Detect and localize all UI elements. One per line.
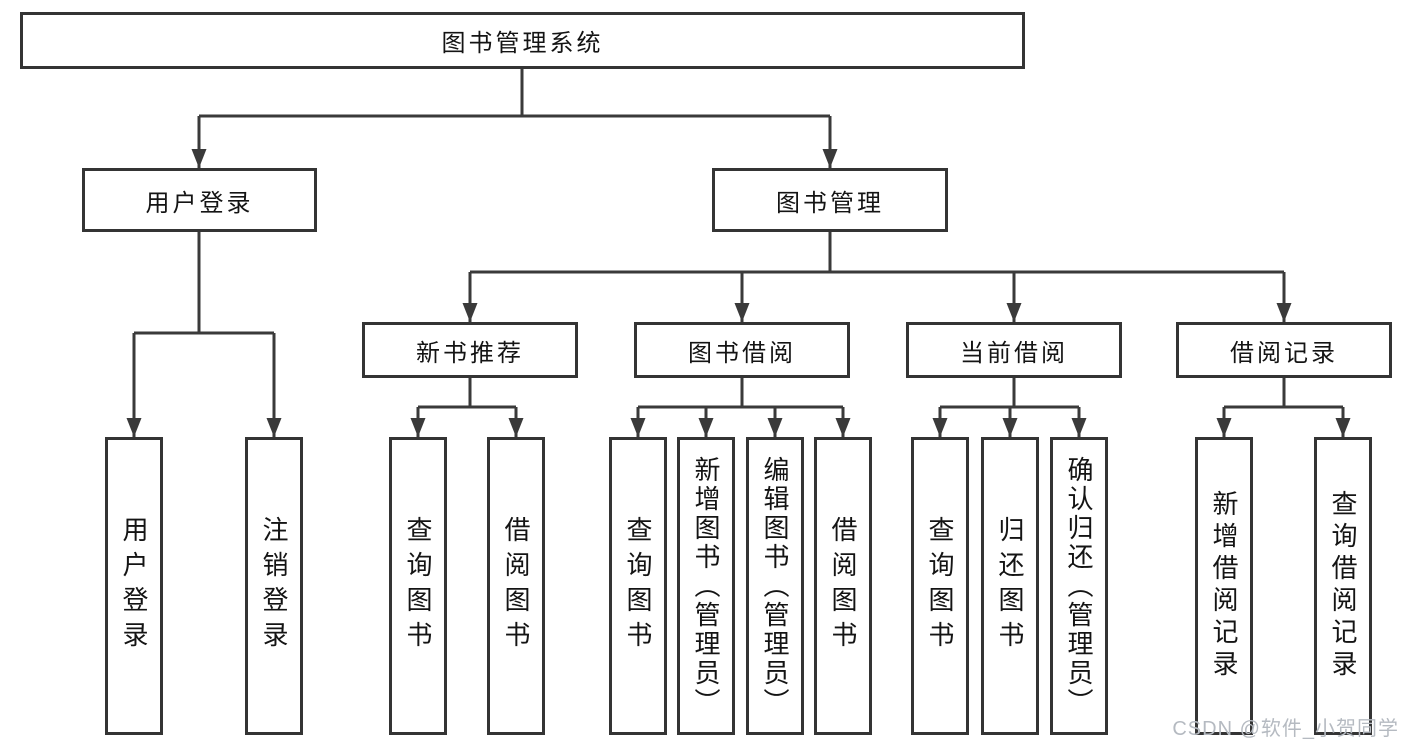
leaf-query-books-current: 查询图书 xyxy=(911,437,969,735)
leaf-edit-book-admin: 编辑图书（管理员） xyxy=(746,437,804,735)
node-borrow-records-label: 借阅记录 xyxy=(1230,339,1338,367)
leaf-query-books-borrow: 查询图书 xyxy=(609,437,667,735)
leaf-confirm-return-admin-label: 确认归还（管理员） xyxy=(1064,455,1094,717)
leaf-borrow-books-recommend-label: 借阅图书 xyxy=(501,516,531,656)
leaf-edit-book-admin-label: 编辑图书（管理员） xyxy=(760,455,790,717)
leaf-query-borrow-record-label: 查询借阅记录 xyxy=(1328,490,1358,682)
node-borrow-records: 借阅记录 xyxy=(1176,322,1392,378)
csdn-watermark: CSDN @软件_小贺同学 xyxy=(1172,718,1399,740)
leaf-query-books-current-label: 查询图书 xyxy=(925,516,955,656)
leaf-query-books-recommend-label: 查询图书 xyxy=(403,516,433,656)
node-new-book-recommend-label: 新书推荐 xyxy=(416,339,524,367)
leaf-query-books-borrow-label: 查询图书 xyxy=(623,516,653,656)
leaf-user-login: 用户登录 xyxy=(105,437,163,735)
leaf-borrow-books-label: 借阅图书 xyxy=(828,516,858,656)
node-book-management-label: 图书管理 xyxy=(776,189,884,217)
node-current-borrow-label: 当前借阅 xyxy=(960,339,1068,367)
node-user-login: 用户登录 xyxy=(82,168,317,232)
leaf-logout-label: 注销登录 xyxy=(259,516,289,656)
node-book-borrow-label: 图书借阅 xyxy=(688,339,796,367)
leaf-query-books-recommend: 查询图书 xyxy=(389,437,447,735)
leaf-query-borrow-record: 查询借阅记录 xyxy=(1314,437,1372,735)
leaf-add-borrow-record: 新增借阅记录 xyxy=(1195,437,1253,735)
node-book-management: 图书管理 xyxy=(712,168,948,232)
node-root: 图书管理系统 xyxy=(20,12,1025,69)
node-new-book-recommend: 新书推荐 xyxy=(362,322,578,378)
leaf-add-book-admin: 新增图书（管理员） xyxy=(677,437,735,735)
leaf-return-book-label: 归还图书 xyxy=(995,516,1025,656)
node-current-borrow: 当前借阅 xyxy=(906,322,1122,378)
leaf-add-borrow-record-label: 新增借阅记录 xyxy=(1209,490,1239,682)
leaf-user-login-label: 用户登录 xyxy=(119,516,149,656)
leaf-logout: 注销登录 xyxy=(245,437,303,735)
node-root-label: 图书管理系统 xyxy=(441,30,604,57)
leaf-borrow-books: 借阅图书 xyxy=(814,437,872,735)
leaf-return-book: 归还图书 xyxy=(981,437,1039,735)
arrowhead-group xyxy=(126,149,1351,437)
node-user-login-label: 用户登录 xyxy=(145,189,254,217)
tree-edges xyxy=(132,69,1345,437)
leaf-borrow-books-recommend: 借阅图书 xyxy=(487,437,545,735)
node-book-borrow: 图书借阅 xyxy=(634,322,850,378)
leaf-add-book-admin-label: 新增图书（管理员） xyxy=(691,455,721,717)
leaf-confirm-return-admin: 确认归还（管理员） xyxy=(1050,437,1108,735)
